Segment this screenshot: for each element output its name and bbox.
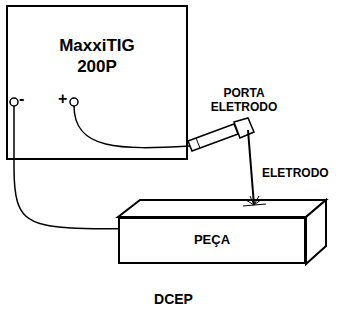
electrode-rod [248,130,254,205]
workpiece-side [306,200,326,264]
part-name: PEÇA [194,232,230,248]
part-label: ELETRODO [262,166,329,180]
ground-cable [14,160,118,229]
electrode-cable [74,106,190,148]
terminal-sign: - [19,89,24,108]
negative-terminal [10,98,18,106]
holder-handle [188,124,238,151]
workpiece-top [118,200,326,217]
workpiece: PEÇA [118,217,306,264]
terminal-sign: + [58,89,67,108]
part-label: PORTA ELETRODO [204,86,284,115]
ground-wire [13,106,15,160]
figure-caption: DCEP [0,291,347,308]
holder-grip [196,138,200,148]
positive-terminal [70,98,78,106]
welding-machine: MaxxiTIG 200P [6,5,188,160]
machine-name: MaxxiTIG 200P [42,35,152,78]
holder-jaw [234,118,254,138]
arc-sparks [243,196,266,206]
